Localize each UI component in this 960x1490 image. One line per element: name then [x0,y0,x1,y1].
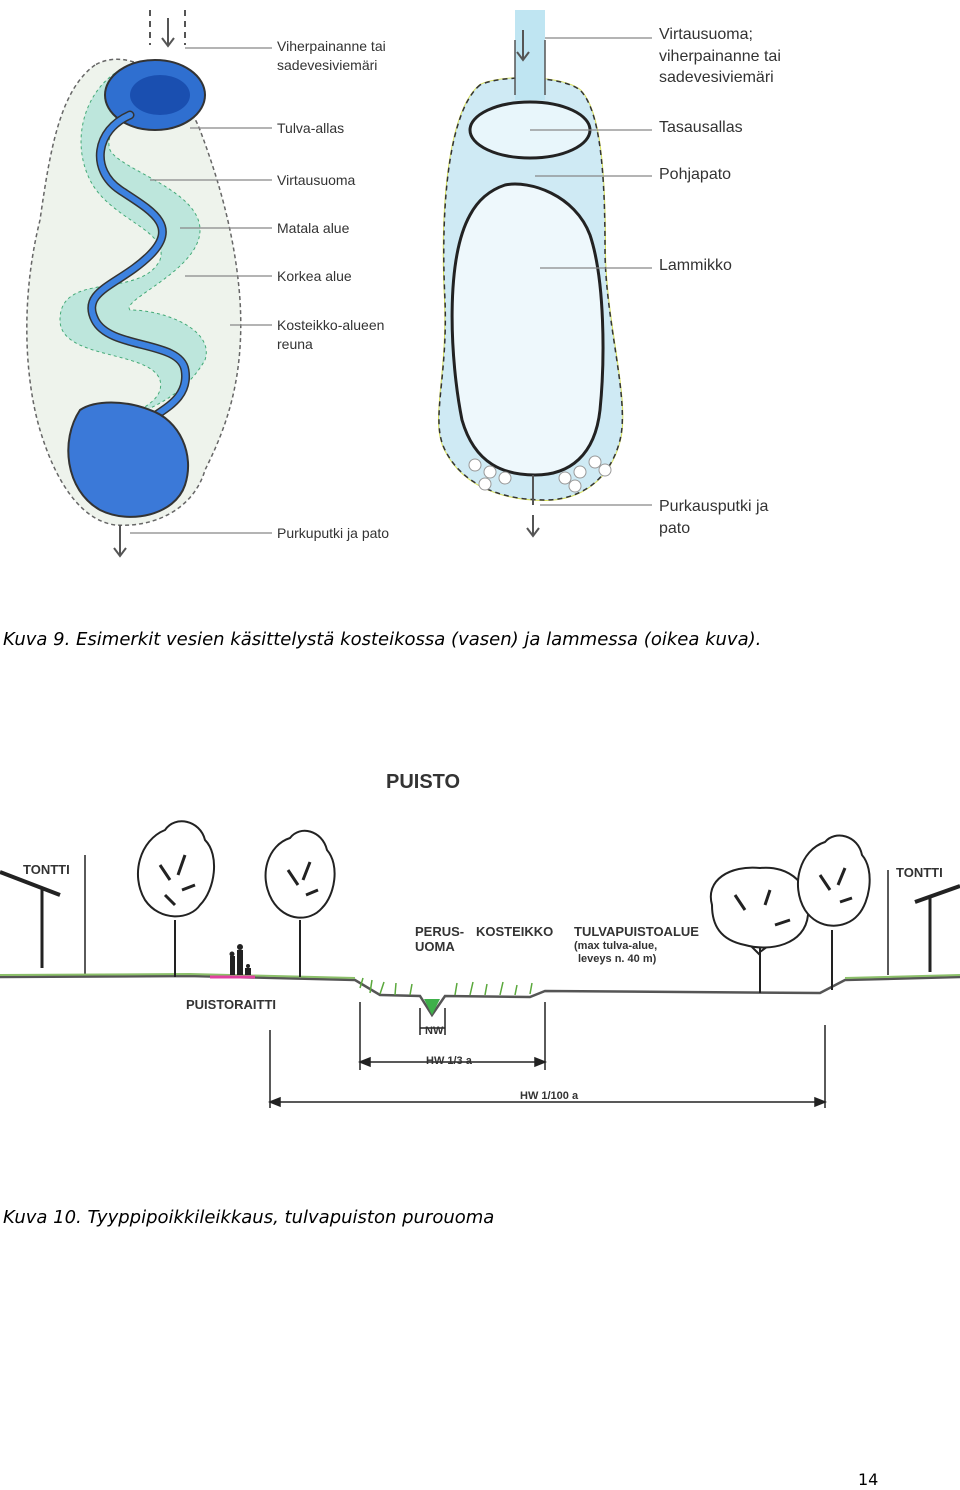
nw-label: NW [425,1025,444,1037]
hw-100-label: HW 1/100 a [520,1090,579,1102]
page-number: 14 [858,1470,879,1489]
wetland-edge [149,10,186,45]
label-bottom-dam: Pohjapato [659,166,732,183]
flood-park-note-line2: leveys n. 40 m) [578,953,657,965]
label-high-area: Korkea alue [277,268,352,284]
label-flood-basin: Tulva-allas [277,120,345,136]
tree-1 [136,820,216,977]
lot-right-label: TONTTI [896,865,943,880]
base-channel-line2: UOMA [415,939,455,954]
tree-3 [709,866,810,993]
label-edge-line2: reuna [277,336,313,352]
figure-10-caption: Kuva 10. Tyyppipoikkileikkaus, tulvapuis… [3,1207,495,1228]
figure-9-caption: Kuva 9. Esimerkit vesien käsittelystä ko… [3,629,762,650]
label-r-outlet-line2: pato [659,520,691,537]
wetland-pond-drawing [26,10,652,558]
flood-park-label: TULVAPUISTOALUE [574,924,699,939]
label-edge-line1: Kosteikko-alueen [277,317,385,333]
base-channel-line1: PERUS- [415,924,465,939]
label-r-inlet-line1: Virtausuoma; [659,26,753,43]
park-title: PUISTO [386,771,461,793]
people-figures [229,944,251,975]
wetland-label: KOSTEIKKO [476,924,554,939]
base-channel-water [424,999,440,1015]
label-outlet-left: Purkuputki ja pato [277,525,390,541]
label-r-outlet-line1: Purkausputki ja [659,498,769,515]
tree-2 [264,829,336,977]
park-path-label: PUISTORAITTI [186,997,277,1012]
lot-left-label: TONTTI [23,862,70,877]
label-equalizing-basin: Tasausallas [659,119,743,136]
cross-section-drawing [0,820,960,1108]
lower-basin [67,401,190,518]
label-flow-channel: Virtausuoma [277,172,356,188]
label-r-inlet-line2: viherpainanne tai [659,48,781,65]
flood-park-note-line1: (max tulva-alue, [574,940,658,952]
label-pond: Lammikko [659,257,732,274]
tree-4 [796,834,871,990]
label-shallow-area: Matala alue [277,220,350,236]
label-r-inlet-line3: sadevesiviemäri [659,69,774,86]
pond-basin [450,182,605,477]
label-inlet-line2: sadevesiviemäri [277,57,378,73]
hw-3-label: HW 1/3 a [426,1055,472,1067]
ground-profile [0,974,960,1018]
label-inlet-line1: Viherpainanne tai [277,38,386,54]
